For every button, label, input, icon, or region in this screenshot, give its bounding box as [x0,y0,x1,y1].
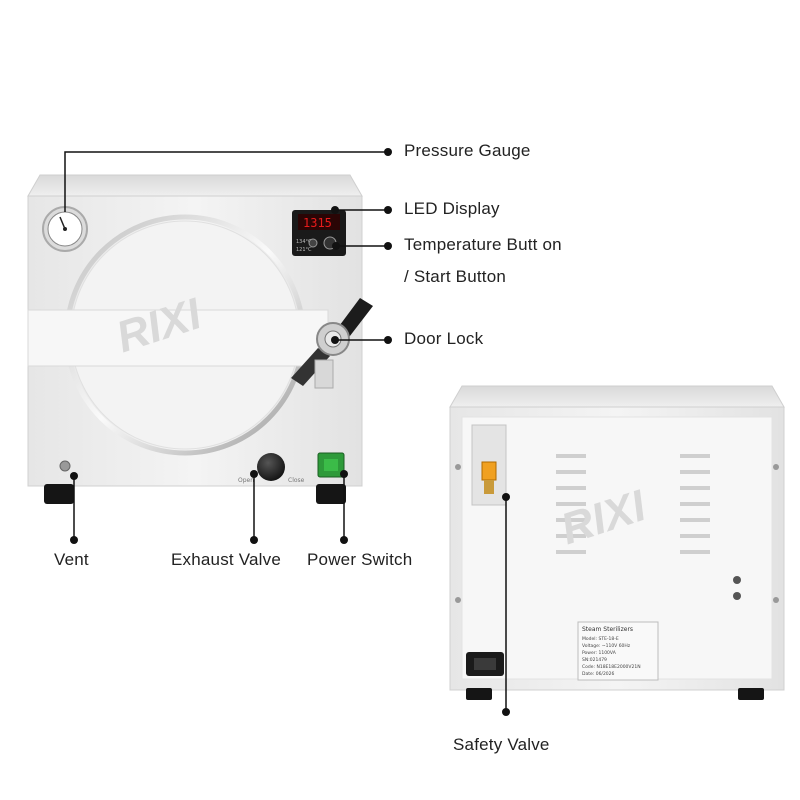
rating-plate-line: SN:021479 [582,657,607,663]
rating-plate-line: Voltage: ~110V 60Hz [582,643,631,649]
rating-plate-line: Power: 1100VA [582,650,617,656]
label-start-button: / Start Button [404,267,507,286]
back-foot-right [738,688,764,700]
temp-label-2: 121°C [296,247,312,253]
temp-label-1: 134°C [296,239,312,245]
led-display [298,214,340,230]
back-foot-left [466,688,492,700]
label-pressure-gauge: Pressure Gauge [404,141,531,160]
vent-icon [59,460,71,472]
front-top [27,174,363,197]
vent-slots [556,454,710,554]
label-exhaust-valve: Exhaust Valve [171,550,282,569]
exhaust-valve-knob[interactable] [257,453,285,481]
rating-plate: Steam Sterilizers Model: STE-18-E Voltag… [577,621,659,681]
rating-plate-title: Steam Sterilizers [582,626,633,633]
label-power-switch: Power Switch [307,550,413,569]
temperature-button[interactable] [308,238,318,248]
led-readout: 1315 [303,216,332,230]
back-top [449,385,785,408]
knob-open-label: Open [238,477,254,484]
foot-right [316,484,346,504]
callouts [64,151,507,712]
label-door-lock: Door Lock [404,329,484,348]
callout-dots [70,148,510,716]
knob-close-label: Close [288,477,305,484]
front-sterilizer: RIXI 1315 134°C 121°C Open [27,174,373,504]
pressure-gauge [42,206,88,252]
label-temperature-button: Temperature Butt on [404,235,562,254]
label-safety-valve: Safety Valve [453,735,550,754]
rating-plate-line: Model: STE-18-E [582,636,619,642]
rating-plate-line: Date: 06/2026 [582,671,615,677]
back-sterilizer: RIXI Steam Sterilizers Model: STE-18-E V… [449,385,785,700]
label-led-display: LED Display [404,199,500,218]
rating-plate-line: Code: N18E18E2000V21N [582,664,641,670]
safety-valve [481,461,497,481]
door-band [27,309,329,367]
label-vent: Vent [54,550,89,569]
foot-left [44,484,74,504]
